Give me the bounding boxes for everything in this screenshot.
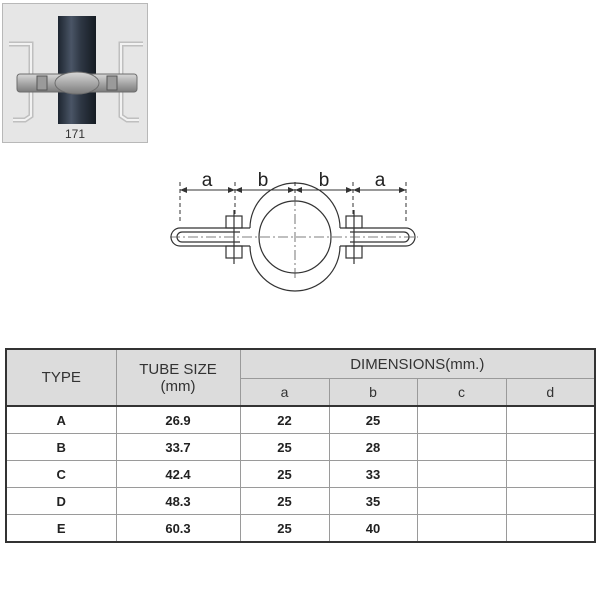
cell-dim-d (505, 514, 596, 543)
cell-tube-size: 33.7 (115, 433, 241, 461)
clamp-technical-drawing: a b b a (150, 160, 440, 310)
cell-dim-b: 33 (328, 460, 418, 488)
cell-type: C (5, 460, 117, 488)
dim-label-b-right: b (319, 170, 330, 191)
product-code: 171 (64, 127, 86, 141)
cell-dim-b: 35 (328, 487, 418, 515)
header-tube-size-line2: (mm) (160, 377, 196, 395)
header-dim-d: d (505, 378, 596, 407)
dimensions-table: TYPE TUBE SIZE (mm) DIMENSIONS(mm.) a b … (5, 348, 597, 543)
cell-dim-b: 28 (328, 433, 418, 461)
cell-dim-a: 25 (239, 514, 330, 543)
cell-type: A (5, 405, 117, 434)
table-row: D 48.3 25 35 (5, 487, 596, 515)
cell-dim-d (505, 487, 596, 515)
cell-type: E (5, 514, 117, 543)
cell-dim-c (416, 460, 507, 488)
cell-dim-a: 25 (239, 487, 330, 515)
table-row: A 26.9 22 25 (5, 405, 596, 434)
header-tube-size-line1: TUBE SIZE (139, 360, 217, 378)
header-tube-size: TUBE SIZE (mm) (115, 348, 241, 407)
header-dimensions: DIMENSIONS(mm.) (239, 348, 596, 379)
cell-dim-a: 25 (239, 433, 330, 461)
cell-tube-size: 60.3 (115, 514, 241, 543)
header-type: TYPE (5, 348, 117, 407)
table-row: C 42.4 25 33 (5, 460, 596, 488)
table-row: E 60.3 25 40 (5, 514, 596, 543)
cell-tube-size: 42.4 (115, 460, 241, 488)
table-row: B 33.7 25 28 (5, 433, 596, 461)
header-dim-a: a (239, 378, 330, 407)
product-photo-panel: 171 (2, 3, 148, 143)
cell-dim-b: 40 (328, 514, 418, 543)
cell-tube-size: 26.9 (115, 405, 241, 434)
cell-dim-d (505, 405, 596, 434)
cell-dim-d (505, 433, 596, 461)
cell-type: B (5, 433, 117, 461)
cell-type: D (5, 487, 117, 515)
dim-label-b-left: b (258, 170, 269, 191)
cell-dim-d (505, 460, 596, 488)
cell-dim-c (416, 487, 507, 515)
cell-dim-c (416, 433, 507, 461)
header-dim-c: c (416, 378, 507, 407)
cell-dim-b: 25 (328, 405, 418, 434)
cell-dim-a: 25 (239, 460, 330, 488)
dim-label-a-left: a (202, 170, 213, 191)
cell-tube-size: 48.3 (115, 487, 241, 515)
cell-dim-c (416, 514, 507, 543)
pipe-clamp-photo (9, 16, 143, 124)
cell-dim-c (416, 405, 507, 434)
cell-dim-a: 22 (239, 405, 330, 434)
header-dim-b: b (328, 378, 418, 407)
dim-label-a-right: a (375, 170, 386, 191)
